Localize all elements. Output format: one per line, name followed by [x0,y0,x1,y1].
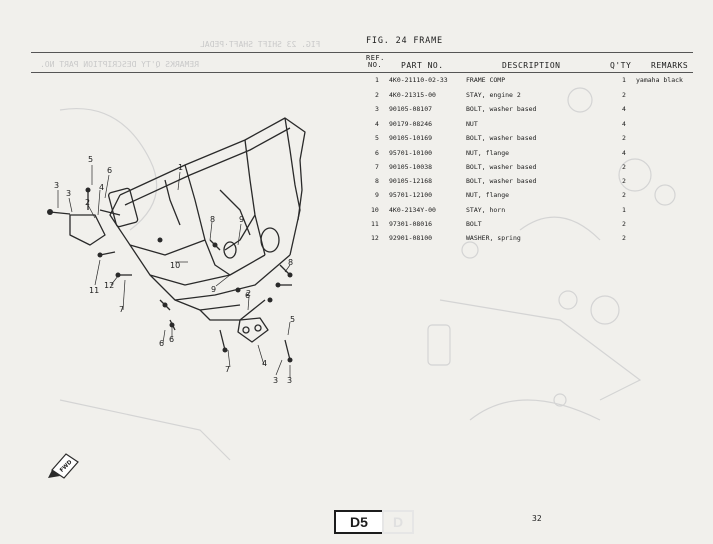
header-top-rule [31,52,693,53]
bleed-through-section-box: D [382,510,414,534]
column-header-ref: REF. [366,54,385,62]
column-header-remarks: REMARKS [651,61,689,70]
section-code-box: D5 [334,510,384,534]
callout-9: 9 [211,285,216,294]
callout-10: 10 [170,261,180,270]
figure-title: FIG. 24 FRAME [366,36,443,46]
callout-12: 12 [104,281,114,290]
callout-8: 8 [288,258,293,267]
callout-2: 2 [246,289,251,298]
column-header-description: DESCRIPTION [502,61,561,70]
callout-9: 9 [239,215,244,224]
callout-3: 3 [66,189,71,198]
callout-1: 1 [178,163,183,172]
callout-11: 11 [89,286,99,295]
callout-6: 6 [245,291,250,300]
callout-7: 7 [225,365,230,374]
fwd-arrow-icon: FWD [48,453,79,479]
frame-main-tube [119,117,306,196]
callout-4: 4 [262,359,267,368]
column-header-part-no: PART NO. [401,61,444,70]
callout-3: 3 [54,181,59,190]
column-header-qty: Q'TY [610,61,632,70]
callout-6: 6 [107,166,112,175]
callout-6: 6 [169,335,174,344]
callout-5: 5 [290,315,295,324]
page-number: 32 [532,514,542,523]
header-bottom-rule [31,72,693,73]
callout-3: 3 [273,376,278,385]
callout-3: 3 [287,376,292,385]
column-header-ref-no: NO. [368,61,383,69]
callout-5: 5 [88,155,93,164]
callout-6: 6 [159,339,164,348]
callout-7: 7 [119,305,124,314]
callout-2: 2 [85,198,90,207]
callout-8: 8 [210,215,215,224]
callout-4: 4 [99,183,104,192]
